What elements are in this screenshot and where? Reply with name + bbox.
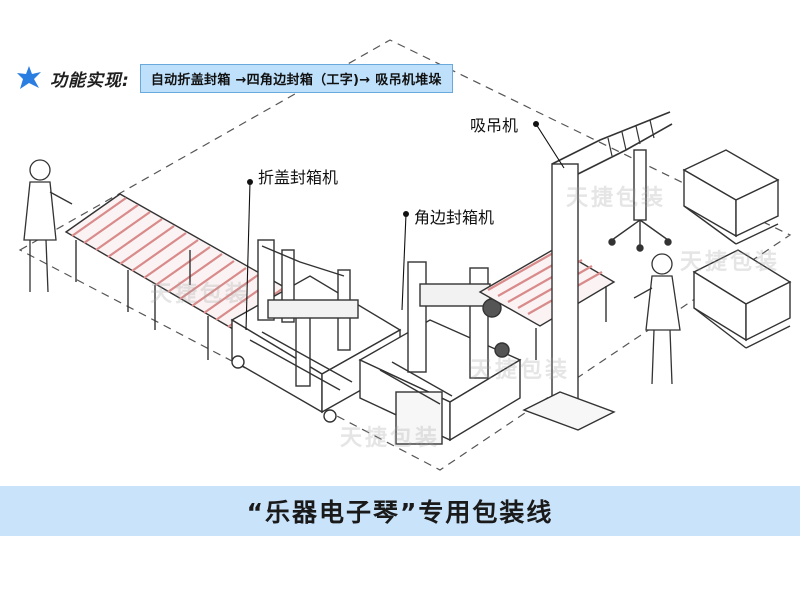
watermark: 天捷包装 bbox=[150, 282, 251, 307]
callout-fold-sealer: 折盖封箱机 bbox=[258, 168, 339, 187]
callout-dot-corner bbox=[403, 211, 409, 217]
feature-bar: 功能实现: 自动折盖封箱 →四角边封箱（工字)→ 吸吊机堆垛 bbox=[14, 62, 453, 94]
watermark: 天捷包装 bbox=[680, 250, 781, 275]
pallet-stack-bottom bbox=[692, 249, 792, 349]
floor-outline bbox=[18, 39, 792, 471]
pallet-stack-top bbox=[682, 149, 780, 245]
feature-flow: 自动折盖封箱 →四角边封箱（工字)→ 吸吊机堆垛 bbox=[139, 63, 453, 93]
callout-corner-sealer: 角边封箱机 bbox=[414, 208, 495, 227]
callout-leaders bbox=[245, 123, 565, 331]
callout-vacuum-lifter: 吸吊机 bbox=[470, 116, 519, 135]
banner-title: “乐器电子琴”专用包装线 bbox=[246, 498, 554, 527]
left-roller-conveyor bbox=[64, 193, 302, 360]
callout-dot-lifter bbox=[533, 121, 539, 127]
star-icon bbox=[17, 66, 41, 89]
watermark: 天捷包装 bbox=[470, 358, 571, 383]
corner-sealer-machine bbox=[358, 261, 522, 445]
callout-dot-fold bbox=[247, 179, 253, 185]
operator-right bbox=[633, 253, 681, 385]
title-banner: “乐器电子琴”专用包装线 bbox=[0, 486, 800, 536]
feature-label: 功能实现: bbox=[50, 70, 130, 91]
watermark: 天捷包装 bbox=[566, 186, 667, 211]
vacuum-lifter bbox=[522, 111, 673, 431]
watermark: 天捷包装 bbox=[340, 426, 441, 451]
operator-left bbox=[23, 159, 73, 293]
